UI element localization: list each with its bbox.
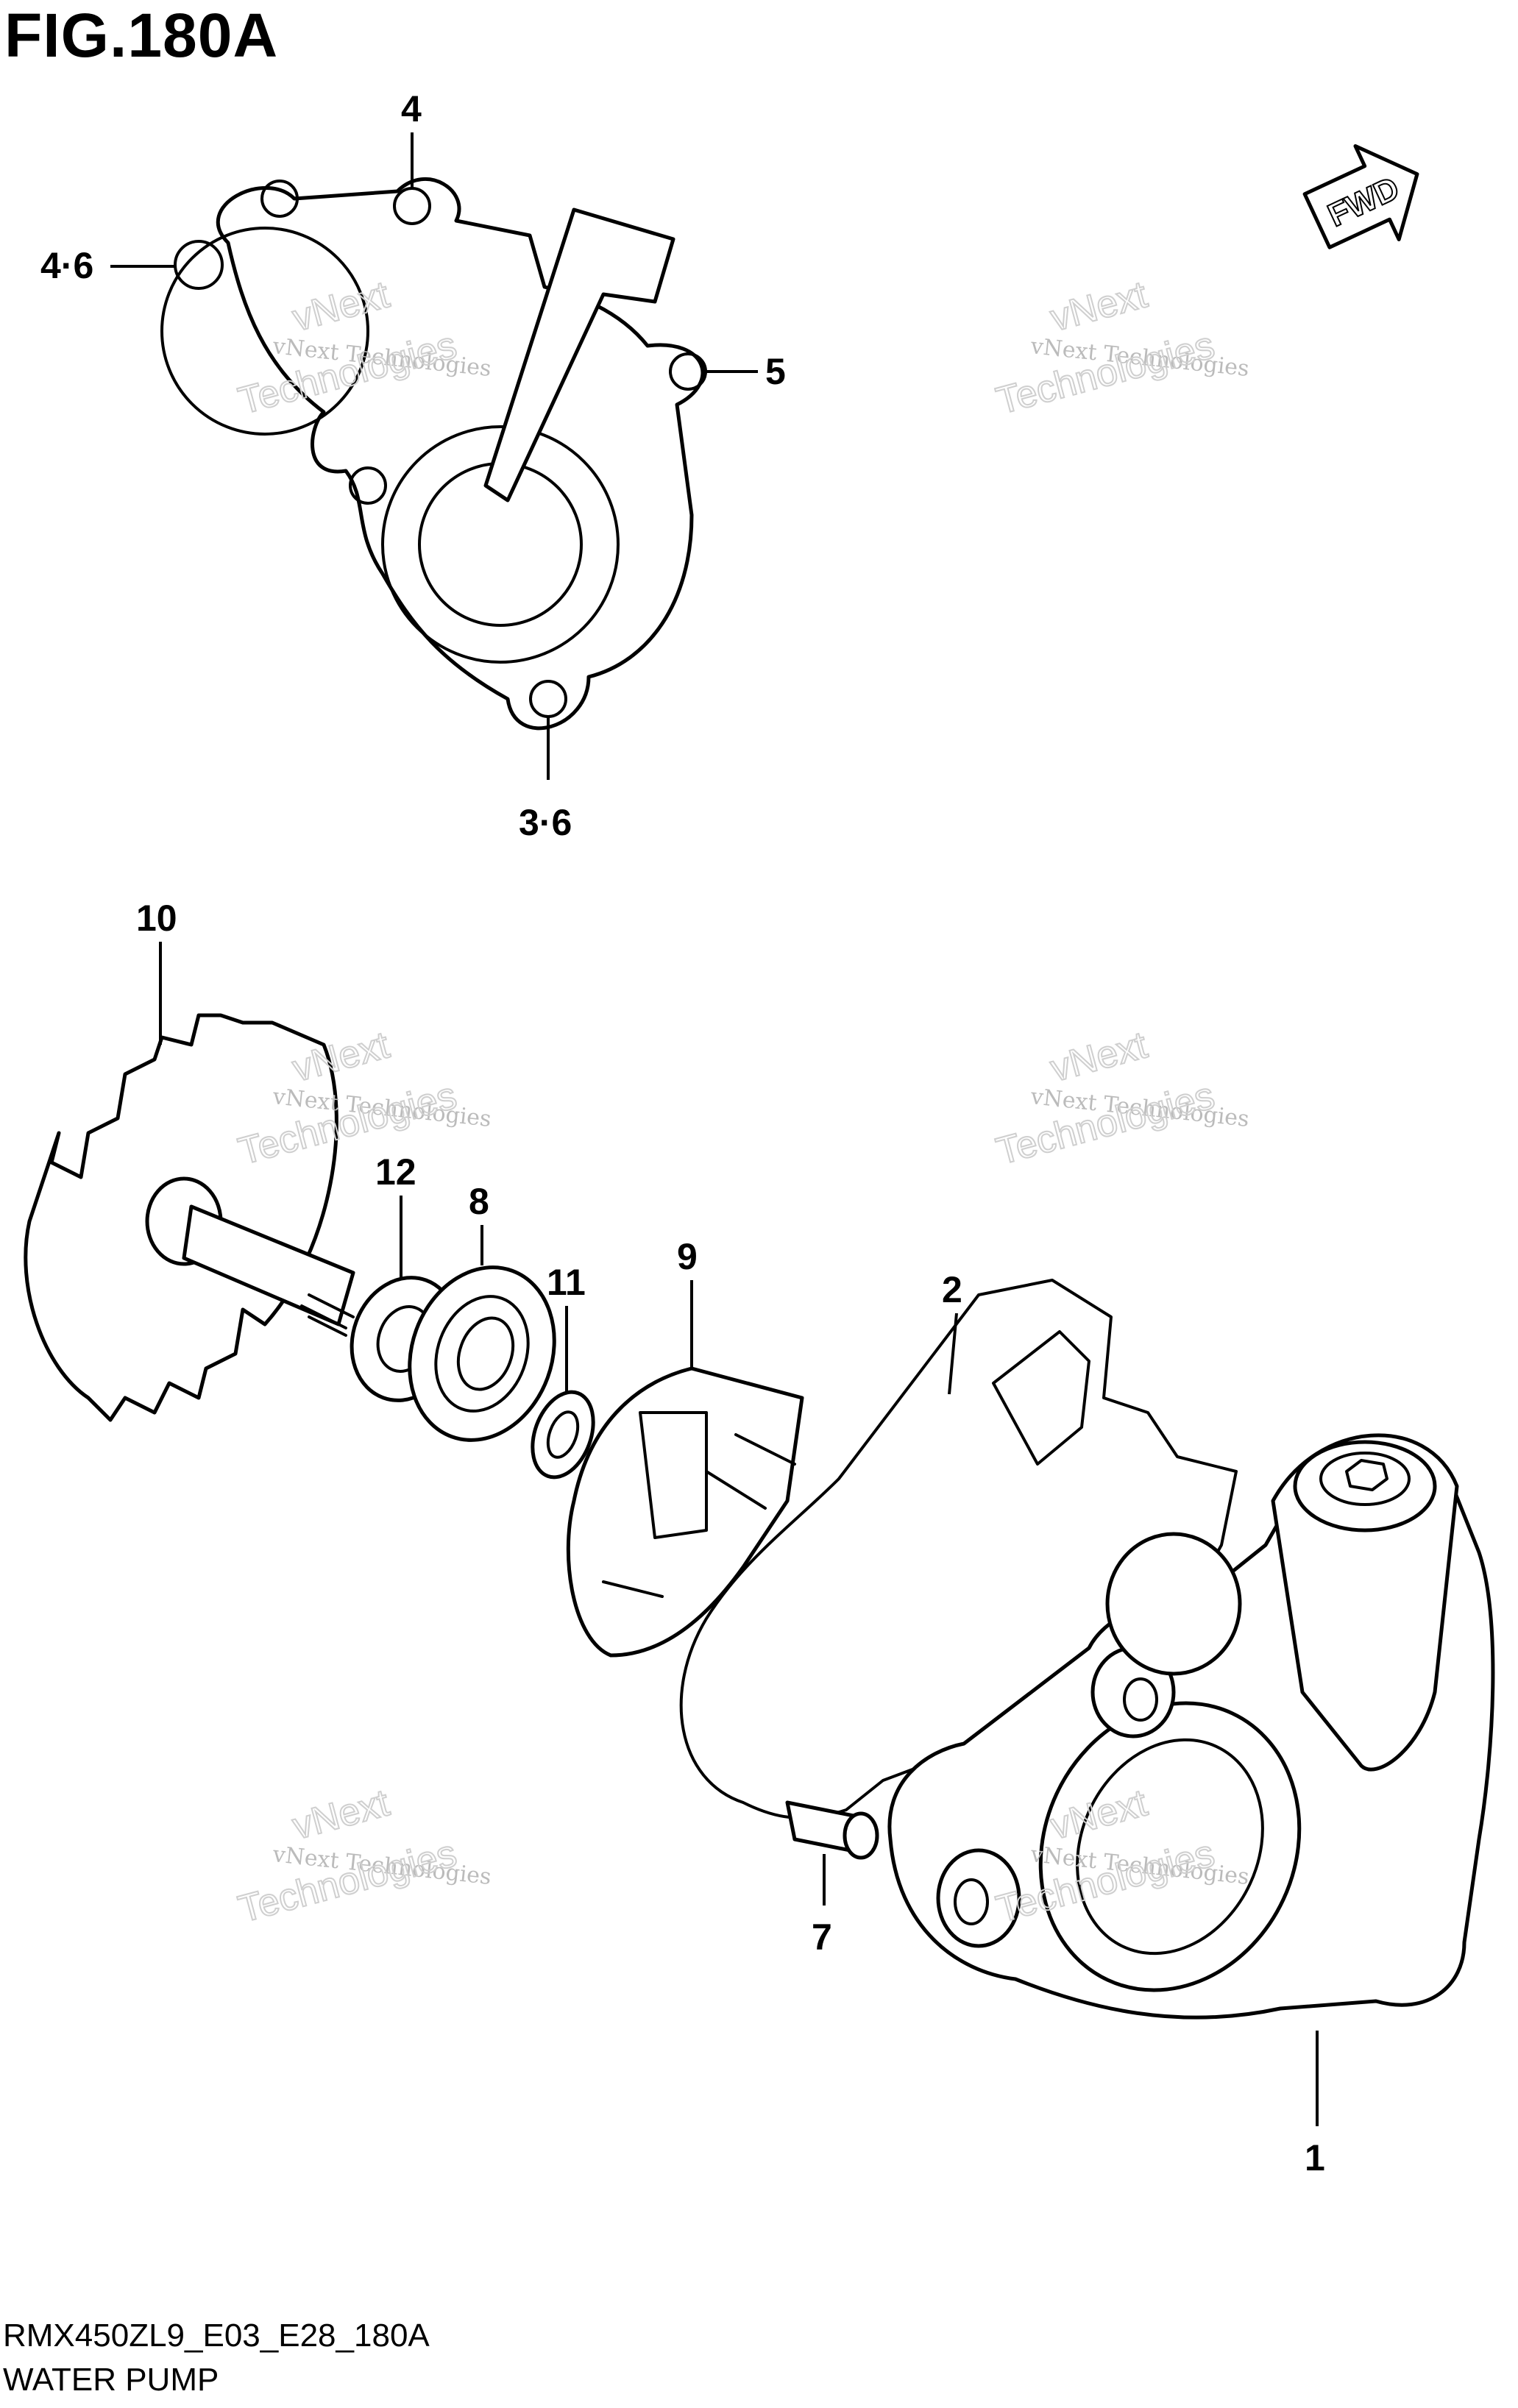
small-washer-part <box>531 1390 595 1480</box>
svg-text:vNext: vNext <box>1046 1023 1152 1090</box>
callout-12: 12 <box>375 1151 416 1193</box>
svg-text:Technologies: Technologies <box>992 324 1219 423</box>
figure-title: FIG.180A <box>4 1 279 70</box>
svg-text:vNext: vNext <box>288 1781 394 1848</box>
callout-5: 5 <box>765 351 786 392</box>
callout-2: 2 <box>942 1269 962 1310</box>
pump-body-part <box>887 1433 1495 2020</box>
callout-7: 7 <box>812 1917 832 1958</box>
mechanical-seal-part <box>408 1265 556 1442</box>
callout-labels: 4 4·6 5 3·6 10 12 8 11 9 2 7 1 <box>40 88 1325 2178</box>
svg-text:vNext: vNext <box>1046 273 1152 340</box>
svg-text:vNext: vNext <box>288 1023 394 1090</box>
impeller-gear-part <box>24 1013 355 1422</box>
callout-10: 10 <box>136 898 177 939</box>
pump-cover-gasket-top <box>160 177 707 731</box>
callout-3-6: 3·6 <box>519 802 572 843</box>
callout-1: 1 <box>1305 2137 1325 2178</box>
impeller-part <box>566 1366 804 1658</box>
callout-leaders <box>110 132 1319 2126</box>
watermark: vNext Technologies vNext Technologies <box>991 1023 1250 1173</box>
dowel-pin-part <box>785 1800 879 1860</box>
watermark: vNext Technologies vNext Technologies <box>233 1780 492 1931</box>
model-code: RMX450ZL9_E03_E28_180A <box>3 2318 430 2354</box>
fwd-arrow-icon: FWD <box>1302 144 1419 249</box>
callout-4-6: 4·6 <box>40 245 93 286</box>
svg-text:Technologies: Technologies <box>992 1074 1219 1173</box>
watermark: vNext Technologies vNext Technologies <box>991 272 1250 423</box>
group-name: WATER PUMP <box>3 2362 219 2398</box>
callout-11: 11 <box>547 1262 586 1303</box>
callout-9: 9 <box>677 1236 698 1277</box>
callout-4: 4 <box>401 88 422 129</box>
callout-8: 8 <box>469 1181 489 1222</box>
svg-text:Technologies: Technologies <box>234 1832 461 1931</box>
